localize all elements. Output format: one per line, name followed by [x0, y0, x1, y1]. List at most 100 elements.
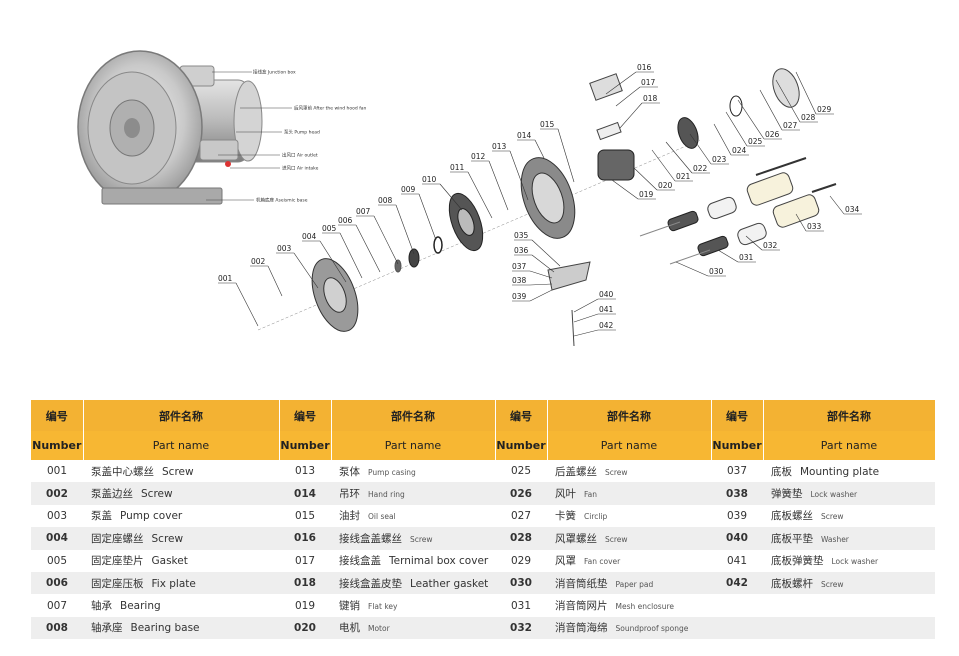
part-number-cell: 019 [294, 599, 316, 612]
part-name-en: Screw [162, 465, 194, 478]
part-number-cell: 031 [510, 599, 532, 612]
callout-016: 016 [637, 63, 652, 72]
callout-031: 031 [739, 253, 754, 262]
callout-026: 026 [765, 130, 780, 139]
callout-015: 015 [540, 120, 555, 129]
header-number-cn: 编号 [31, 400, 84, 431]
callout-009: 009 [401, 185, 416, 194]
part-name-en: Hand ring [368, 490, 405, 500]
part-number-cell: 020 [279, 616, 331, 640]
photo-label-wind-hood: 后风罩前 After the wind hood fan [294, 105, 367, 112]
callout-041: 041 [599, 305, 614, 314]
header-row-cn: 编号 部件名称 编号 部件名称 编号 部件名称 编号 部件名称 [31, 400, 936, 431]
part-name-cn: 消音筒纸垫 [555, 577, 608, 590]
callout-010: 010 [422, 175, 437, 184]
part-name-cn: 泵盖边丝 [91, 488, 133, 501]
callout-011: 011 [450, 163, 465, 172]
part-name-cn: 底板螺丝 [771, 510, 813, 523]
callout-003: 003 [277, 244, 292, 253]
part-name-en: Pump cover [120, 510, 183, 523]
part-number-cell: 029 [510, 554, 532, 567]
header-number-en: Number [711, 431, 764, 460]
part-name-cell: 消音筒纸垫 Paper pad [547, 571, 711, 595]
part-name-cn: 油封 [339, 510, 360, 523]
part-number-cell: 038 [711, 482, 763, 505]
callout-032: 032 [763, 241, 778, 250]
part-name-cn: 吊环 [339, 488, 360, 501]
part-name-en: Oil seal [368, 512, 396, 522]
callout-037: 037 [512, 262, 527, 271]
part-name-en: Fix plate [151, 577, 196, 590]
callout-014: 014 [517, 131, 532, 140]
part-number-cell: 006 [31, 571, 83, 595]
callout-008: 008 [378, 196, 393, 205]
part-name-cn: 固定座螺丝 [91, 532, 144, 545]
callout-020: 020 [658, 181, 673, 190]
callout-002: 002 [251, 257, 266, 266]
part-name-en: Soundproof sponge [615, 624, 689, 634]
part-number-cell: 032 [495, 616, 547, 640]
part-name-cn: 接线盒盖 [339, 555, 381, 568]
part-name-cell: 吊环 Hand ring [331, 482, 495, 505]
callout-005: 005 [322, 224, 337, 233]
part-number-cell: 027 [510, 509, 532, 522]
part-name-en: Washer [821, 534, 849, 544]
part-name-cn: 底板弹簧垫 [771, 555, 824, 568]
part-callouts: 001 002 003 004 005 006 007 008 009 010 … [218, 63, 862, 337]
callout-028: 028 [801, 113, 816, 122]
part-name-en: Pump casing [368, 467, 416, 477]
part-number-cell: 026 [495, 482, 547, 505]
part-name-en: Bearing base [130, 622, 200, 635]
callout-035: 035 [514, 231, 529, 240]
part-name-cell: 泵盖边丝 Screw [83, 482, 279, 505]
part-number-cell: 030 [495, 571, 547, 595]
callout-013: 013 [492, 142, 507, 151]
header-number-cn: 编号 [495, 400, 548, 431]
part-name-en: Paper pad [615, 579, 654, 589]
header-partname-en: Part name [83, 431, 280, 460]
part-name-cn: 风叶 [555, 488, 576, 501]
parts-table: 编号 部件名称 编号 部件名称 编号 部件名称 编号 部件名称 Number P… [31, 400, 936, 640]
callout-034: 034 [845, 205, 860, 214]
photo-label-air-intake: 进风口 Air intake [282, 165, 319, 172]
part-name-cn: 泵盖中心螺丝 [91, 465, 154, 478]
callout-027: 027 [783, 121, 798, 130]
part-name-cell [763, 594, 935, 616]
callout-042: 042 [599, 321, 614, 330]
part-number-cell: 014 [279, 482, 331, 505]
callout-019: 019 [639, 190, 654, 199]
header-partname-cn: 部件名称 [547, 400, 712, 431]
part-name-cn: 风罩螺丝 [555, 532, 597, 545]
callout-040: 040 [599, 290, 614, 299]
part-name-cn: 后盖螺丝 [555, 465, 597, 478]
part-name-cn: 消音筒网片 [555, 600, 608, 613]
part-name-cn: 轴承 [91, 600, 112, 613]
part-name-cn: 底板 [771, 465, 792, 478]
part-name-en: Screw [821, 579, 844, 589]
header-number-cn: 编号 [279, 400, 332, 431]
part-name-cn: 泵体 [339, 465, 360, 478]
part-name-en: Motor [368, 624, 390, 634]
callout-006: 006 [338, 216, 353, 225]
photo-label-air-outlet: 出风口 Air outlet [282, 152, 318, 159]
part-number-cell [711, 616, 763, 640]
part-name-cn: 风罩 [555, 555, 576, 568]
header-row-en: Number Part name Number Part name Number… [31, 431, 936, 460]
callout-038: 038 [512, 276, 527, 285]
callout-030: 030 [709, 267, 724, 276]
part-number-cell: 018 [279, 571, 331, 595]
part-number-cell: 004 [31, 527, 83, 550]
part-name-en: Screw [141, 488, 173, 501]
